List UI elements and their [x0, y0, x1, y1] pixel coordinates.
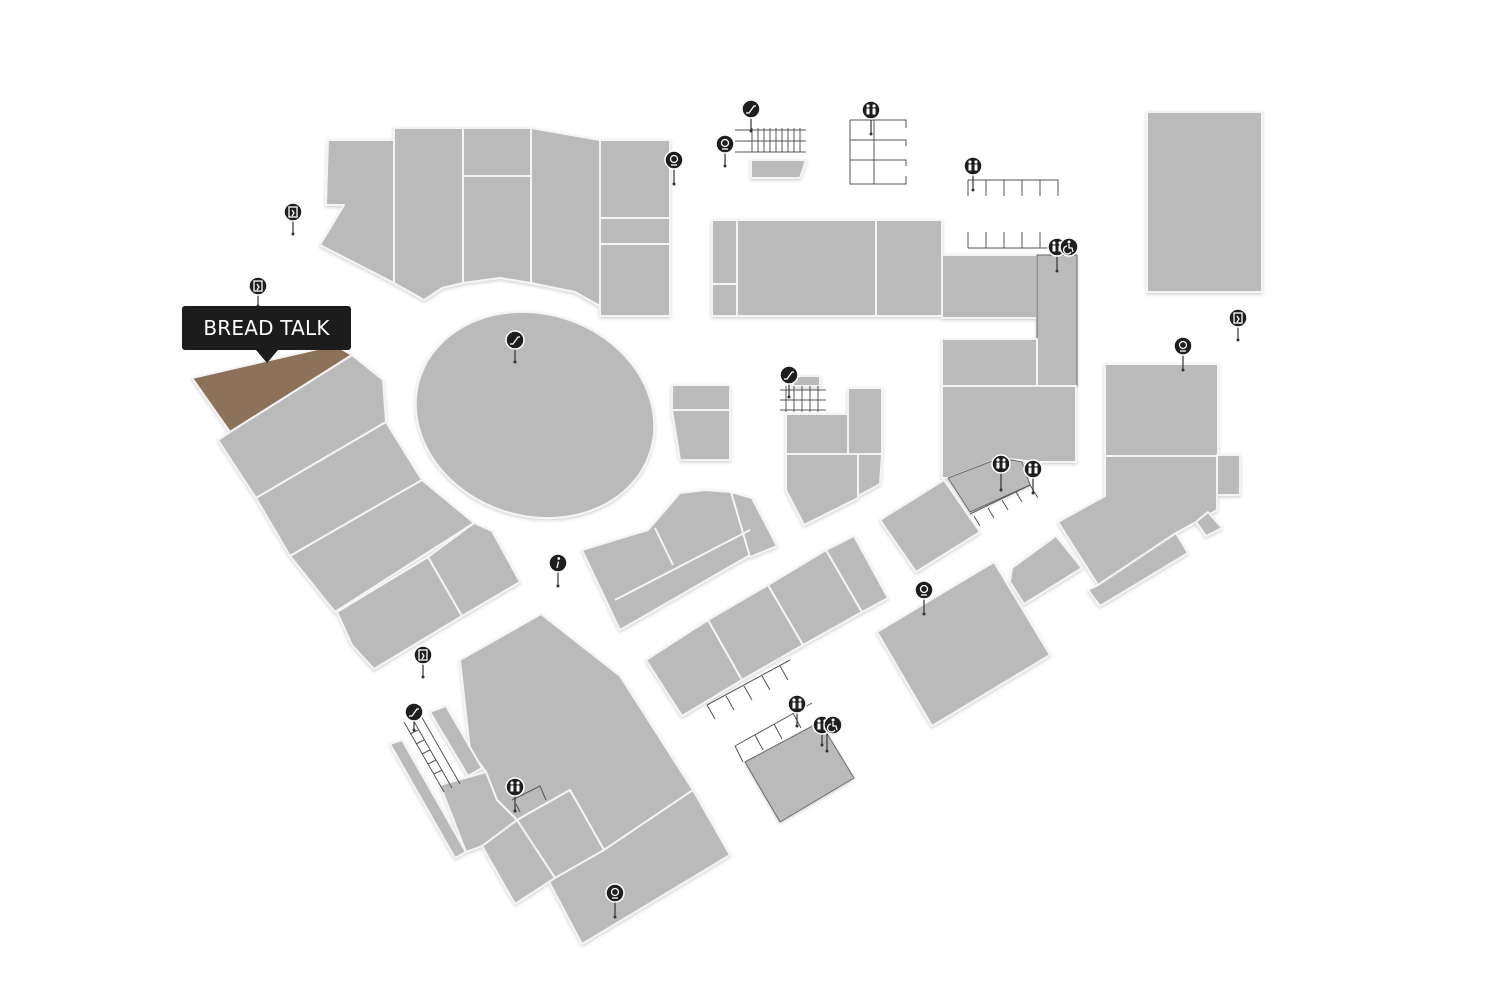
store-unit[interactable]: [429, 705, 483, 777]
store-unit[interactable]: [336, 556, 463, 670]
store-unit[interactable]: [427, 522, 521, 617]
store-unit[interactable]: [1216, 454, 1241, 496]
store-unit[interactable]: [462, 127, 532, 177]
store-units: [191, 111, 1263, 945]
store-unit[interactable]: [876, 561, 1051, 727]
store-unit[interactable]: [1036, 254, 1078, 387]
escalator-icon[interactable]: [404, 702, 424, 732]
escalator-icon[interactable]: [741, 99, 761, 133]
service-corridors: [511, 119, 1059, 813]
store-unit[interactable]: [1104, 363, 1219, 457]
store-unit[interactable]: [750, 159, 807, 179]
toilet-icon[interactable]: [505, 777, 525, 813]
escalator-lower-left: [403, 713, 461, 793]
emergency-exit-icon[interactable]: [283, 202, 303, 236]
store-unit[interactable]: [879, 479, 981, 573]
store-unit[interactable]: [1195, 511, 1223, 537]
emergency-exit-icon[interactable]: [1228, 308, 1248, 342]
emergency-exit-icon[interactable]: [413, 645, 433, 679]
store-unit[interactable]: [785, 453, 859, 526]
information-icon[interactable]: [548, 553, 568, 588]
store-unit[interactable]: [857, 453, 883, 497]
store-unit[interactable]: [1087, 532, 1189, 607]
store-unit[interactable]: [736, 219, 877, 317]
store-unit[interactable]: [941, 385, 1077, 479]
store-unit[interactable]: [599, 139, 671, 219]
store-unit[interactable]: [319, 139, 395, 284]
store-tooltip-label: BREAD TALK: [203, 316, 330, 340]
store-unit[interactable]: [941, 338, 1038, 387]
store-unit[interactable]: [530, 127, 601, 307]
escalator-top-centre: [735, 128, 806, 153]
store-unit[interactable]: [730, 491, 778, 558]
store-unit[interactable]: [875, 219, 943, 317]
store-unit[interactable]: [393, 127, 464, 301]
store-unit[interactable]: [785, 413, 849, 455]
central-atrium[interactable]: [389, 282, 682, 549]
parking-payment-icon[interactable]: [664, 150, 684, 186]
store-unit[interactable]: [847, 387, 883, 455]
store-unit[interactable]: [671, 384, 731, 411]
toilet-icon[interactable]: [963, 156, 983, 192]
store-unit[interactable]: [825, 535, 889, 613]
escalator-icon[interactable]: [505, 330, 525, 364]
parking-payment-icon[interactable]: [914, 580, 934, 616]
parking-payment-icon[interactable]: [605, 883, 625, 919]
store-unit[interactable]: [462, 175, 532, 284]
toilet-icon[interactable]: [861, 100, 881, 136]
store-unit[interactable]: [671, 409, 731, 461]
store-unit[interactable]: [389, 739, 467, 859]
store-tooltip[interactable]: BREAD TALK: [182, 306, 351, 350]
parking-payment-icon[interactable]: [715, 134, 735, 168]
store-unit[interactable]: [941, 254, 1038, 319]
parking-payment-icon[interactable]: [1173, 336, 1193, 372]
escalator-centre: [780, 386, 826, 412]
accessible-toilet-icon[interactable]: [1059, 237, 1079, 257]
store-unit[interactable]: [1009, 535, 1083, 605]
toilet-icon[interactable]: [991, 454, 1011, 492]
store-unit[interactable]: [1146, 111, 1263, 293]
store-unit[interactable]: [599, 217, 671, 245]
toilet-icon[interactable]: [787, 694, 807, 728]
store-unit[interactable]: [711, 283, 738, 317]
store-unit[interactable]: [711, 219, 738, 285]
toilet-icon[interactable]: [1023, 459, 1043, 495]
store-tooltip-pointer: [256, 350, 278, 363]
escalator-icon[interactable]: [779, 365, 799, 399]
store-unit[interactable]: [744, 721, 855, 823]
store-unit[interactable]: [599, 243, 671, 317]
emergency-exit-icon[interactable]: [248, 276, 268, 308]
store-unit[interactable]: [581, 489, 751, 631]
accessible-toilet-icon[interactable]: [823, 715, 843, 753]
amenity-pins: [248, 99, 1248, 919]
